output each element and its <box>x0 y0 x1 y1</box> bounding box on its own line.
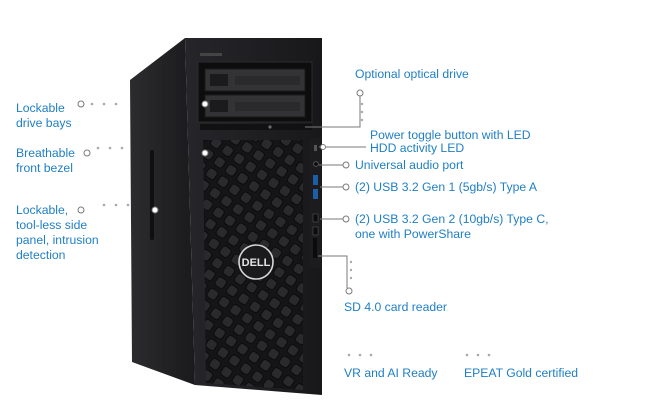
label-power-toggle: Power toggle button with LED <box>370 128 531 142</box>
leader-usb-c <box>320 215 350 223</box>
leader-usb-a <box>320 183 350 191</box>
label-side-panel: Lockable, tool-less side panel, intrusio… <box>16 203 99 262</box>
side-panel <box>130 38 195 385</box>
dots-epeat <box>465 353 491 357</box>
label-usb-a: (2) USB 3.2 Gen 1 (5gb/s) Type A <box>355 180 538 194</box>
side-panel-latch <box>150 150 154 240</box>
leader-sd-reader <box>318 255 353 295</box>
label-sd-reader: SD 4.0 card reader <box>344 300 447 314</box>
label-vr-ai: VR and AI Ready <box>344 366 438 380</box>
label-drive-bays: Lockable drive bays <box>16 101 72 130</box>
label-hdd-led: HDD activity LED <box>370 141 465 155</box>
label-usb-c: (2) USB 3.2 Gen 2 (10gb/s) Type C, one w… <box>355 212 549 241</box>
drive-bays <box>197 61 313 123</box>
label-front-bezel: Breathable front bezel <box>16 146 75 175</box>
dell-logo-text: DELL <box>242 257 271 269</box>
leader-drive-bays <box>77 100 209 108</box>
model-badge <box>200 53 222 56</box>
optical-bay <box>200 124 312 130</box>
label-optical-drive: Optional optical drive <box>355 67 469 81</box>
leader-audio <box>319 161 350 169</box>
leader-power-hdd <box>319 144 366 150</box>
leader-side-panel <box>77 203 159 214</box>
power-button <box>268 125 272 129</box>
label-audio-port: Universal audio port <box>355 158 464 172</box>
leader-optical-drive <box>305 89 364 128</box>
dots-vr-ai <box>347 353 373 357</box>
leader-front-bezel <box>83 146 209 157</box>
dell-logo <box>238 244 274 280</box>
label-epeat: EPEAT Gold certified <box>464 366 579 380</box>
front-io <box>309 138 321 268</box>
